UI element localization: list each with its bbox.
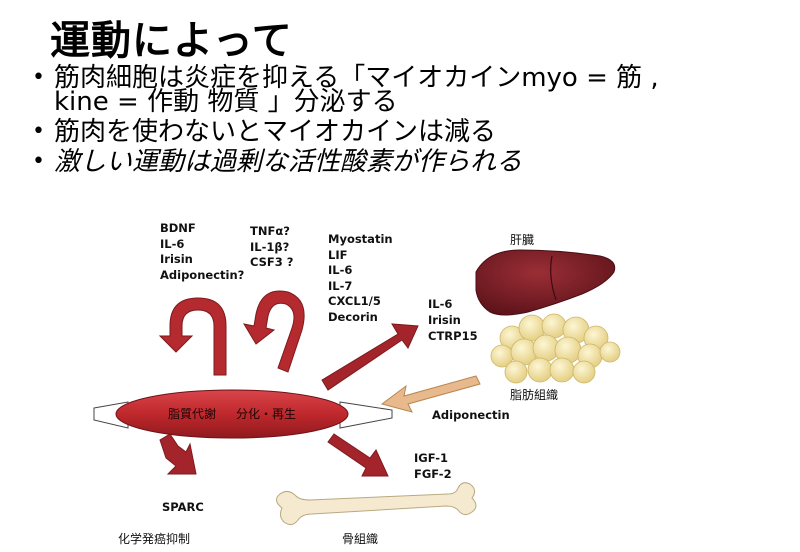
bullet-dot: • [32, 65, 45, 90]
u-turn-arrow-2 [242, 290, 305, 373]
bone-label: 骨組織 [342, 532, 379, 546]
label-line: Decorin [328, 309, 378, 324]
muscle-body [115, 389, 349, 439]
label-group-bone-signals: IGF-1 FGF-2 [414, 450, 452, 482]
sparc-label: SPARC [162, 500, 204, 514]
label-line: CTRP15 [428, 329, 478, 343]
arrow-to-liver [321, 323, 419, 391]
fat-label: 脂肪組織 [510, 388, 559, 402]
bullet-text-continued: kine = 作動 物質 」分泌する [54, 87, 398, 117]
label-group-bdnf: BDNF IL-6 Irisin Adiponectin? [160, 221, 244, 283]
bullet-text: 筋肉細胞は炎症を抑える「マイオカインmyo = 筋 , [54, 63, 659, 93]
label-line: Irisin [428, 313, 461, 327]
cancer-suppression-label: 化学発癌抑制 [118, 532, 191, 546]
label-group-liver-signals: IL-6 Irisin CTRP15 [428, 296, 478, 344]
fat-tissue-icon [490, 313, 621, 384]
label-line: BDNF [160, 221, 196, 235]
liver-label: 肝臓 [510, 233, 535, 247]
muscle-label-diff: 分化・再生 [236, 407, 296, 421]
bullet-list: • 筋肉細胞は炎症を抑える「マイオカインmyo = 筋 , kine = 作動 … [32, 64, 792, 176]
bullet-text: 激しい運動は過剰な活性酸素が作られる [54, 147, 523, 177]
label-line: Myostatin [328, 232, 393, 246]
bullet-text: 筋肉を使わないとマイオカインは減る [54, 117, 497, 147]
bullet-dot: • [32, 119, 45, 144]
arrow-from-fat [380, 375, 481, 413]
bullet-dot: • [32, 149, 45, 174]
label-line: IL-6 [160, 236, 185, 251]
label-line: IL-6 [328, 263, 353, 277]
slide-title: 運動によって [50, 18, 293, 64]
u-turn-arrow-1 [158, 297, 227, 376]
adiponectin-label: Adiponectin [432, 408, 510, 422]
arrow-to-sparc [159, 433, 197, 475]
bullet-item: • 筋肉細胞は炎症を抑える「マイオカインmyo = 筋 , kine = 作動 … [32, 64, 792, 116]
label-line: Irisin [160, 252, 193, 266]
label-line: Adiponectin? [160, 267, 245, 282]
label-group-myostatin: Myostatin LIF IL-6 IL-7 CXCL1/5 Decorin [328, 232, 393, 325]
muscle-label-lipid: 脂質代謝 [168, 406, 216, 421]
label-line: IGF-1 [414, 451, 448, 465]
label-line: LIF [328, 247, 348, 262]
label-line: IL-1β? [250, 239, 290, 254]
label-line: CXCL1/5 [328, 294, 381, 308]
bone-icon [276, 482, 477, 526]
liver-icon [475, 249, 616, 316]
bullet-item: • 激しい運動は過剰な活性酸素が作られる [32, 148, 792, 176]
label-line: IL-7 [328, 278, 353, 293]
label-line: FGF-2 [414, 467, 452, 481]
bullet-item: • 筋肉を使わないとマイオカインは減る [32, 118, 792, 146]
label-line: TNFα? [250, 224, 290, 238]
label-line: CSF3 ? [250, 255, 294, 269]
label-group-tnf: TNFα? IL-1β? CSF3 ? [250, 224, 293, 271]
label-line: IL-6 [428, 297, 453, 311]
arrow-to-bone [327, 433, 389, 477]
